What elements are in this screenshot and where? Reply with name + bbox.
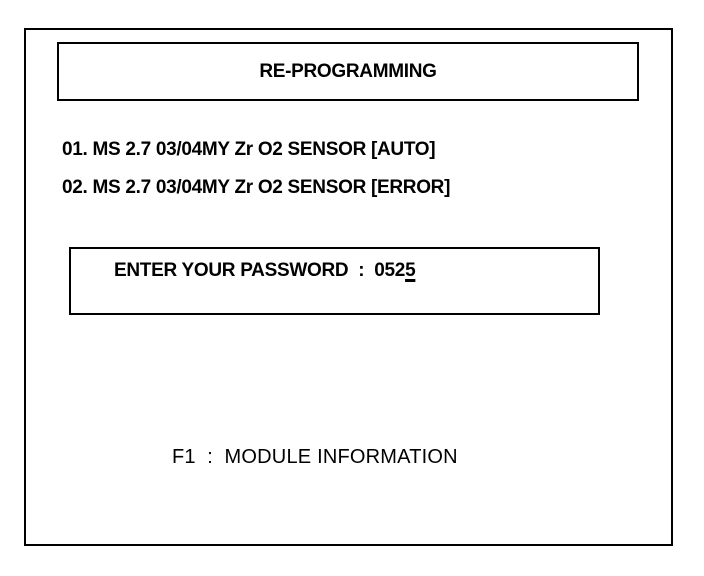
menu-item-error[interactable]: 02. MS 2.7 03/04MY Zr O2 SENSOR [ERROR]: [62, 177, 451, 198]
password-value: 052: [374, 260, 406, 281]
f1-module-information[interactable]: F1 : MODULE INFORMATION: [172, 446, 458, 469]
password-field[interactable]: 0525: [374, 260, 415, 281]
password-row: ENTER YOUR PASSWORD : 0525: [114, 260, 416, 282]
page-title: RE-PROGRAMMING: [259, 60, 437, 82]
password-separator: :: [358, 260, 365, 281]
function-key-label: MODULE INFORMATION: [224, 446, 458, 468]
title-bar: RE-PROGRAMMING: [57, 42, 639, 101]
password-label: ENTER YOUR PASSWORD: [114, 260, 349, 281]
password-cursor: 5: [405, 260, 416, 281]
screen-frame: [24, 28, 673, 546]
function-key-name: F1: [172, 446, 196, 468]
menu-item-auto[interactable]: 01. MS 2.7 03/04MY Zr O2 SENSOR [AUTO]: [62, 139, 436, 160]
function-key-separator: :: [207, 446, 214, 468]
password-dialog: ENTER YOUR PASSWORD : 0525: [69, 247, 600, 315]
